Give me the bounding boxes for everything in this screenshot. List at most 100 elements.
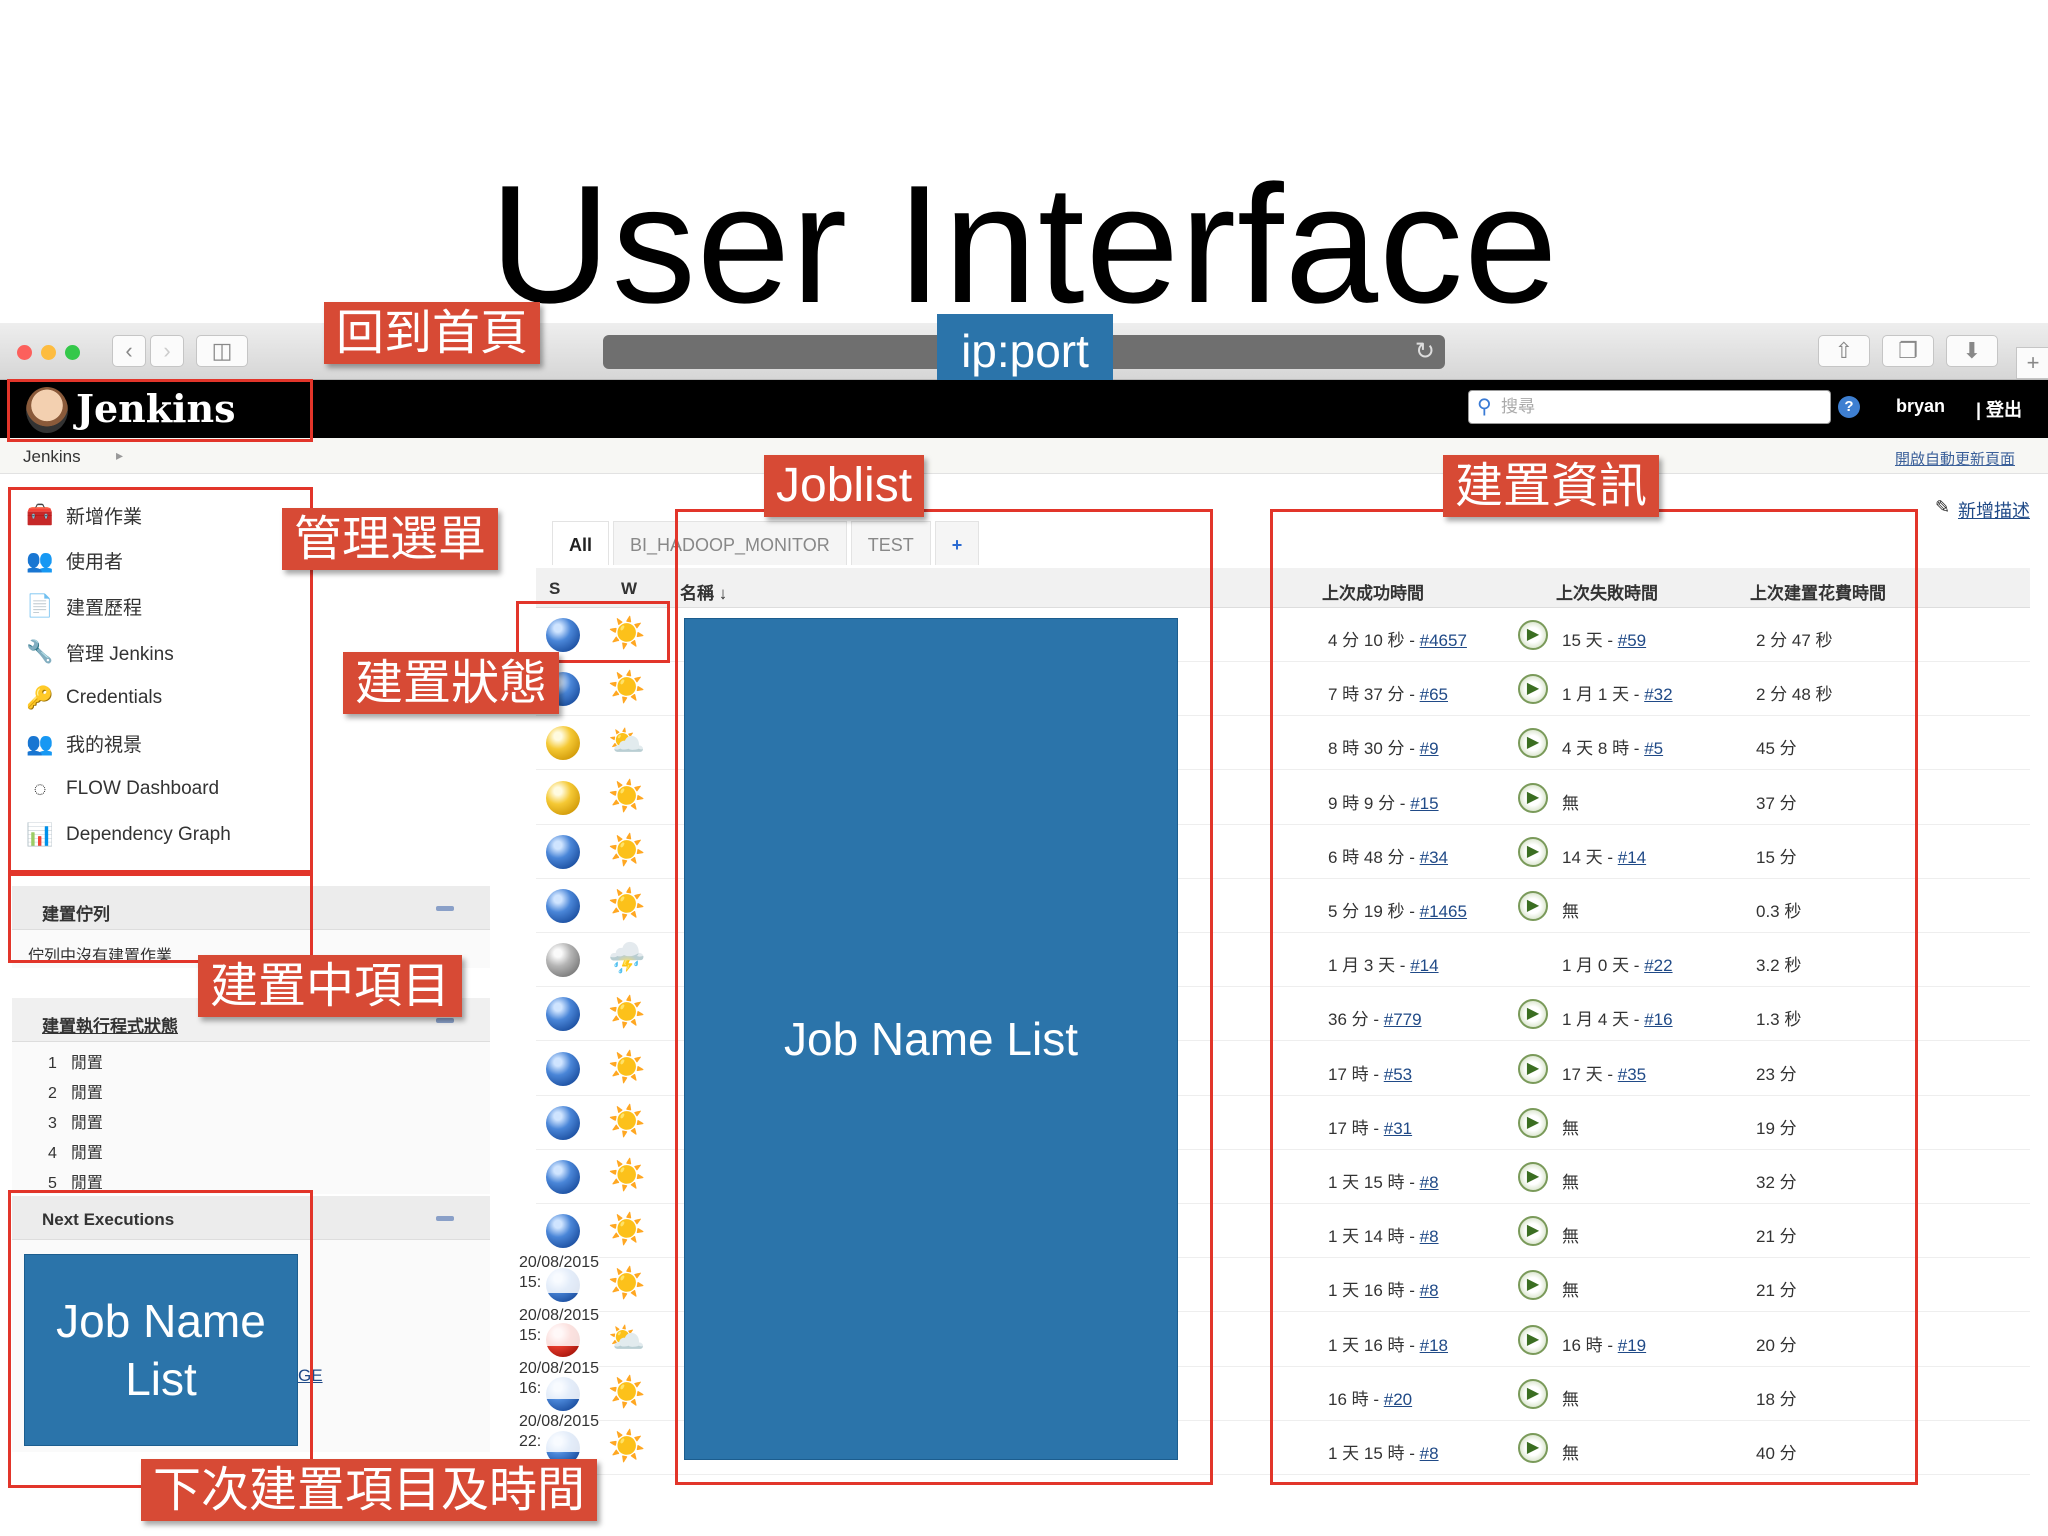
schedule-build-icon[interactable]: ▶: [1518, 1378, 1548, 1409]
build-number-link[interactable]: #14: [1617, 847, 1647, 867]
build-number-link[interactable]: #4657: [1419, 631, 1467, 650]
build-number-link[interactable]: #5: [1644, 739, 1664, 759]
status-ball-icon[interactable]: [546, 997, 580, 1032]
sidebar-item[interactable]: 👥使用者: [26, 546, 123, 576]
build-number-link[interactable]: #65: [1419, 685, 1449, 705]
new-tab-icon[interactable]: +: [2016, 347, 2048, 379]
build-number-link[interactable]: #8: [1419, 1227, 1439, 1247]
build-number-link[interactable]: #20: [1383, 1389, 1413, 1409]
next-exec-time-text: 16:: [519, 1380, 542, 1397]
next-exec-job-link[interactable]: GE: [298, 1366, 323, 1385]
sidebar-item[interactable]: 🧰新增作業: [26, 500, 142, 530]
build-number-link[interactable]: #8: [1419, 1444, 1439, 1463]
build-number-link[interactable]: #35: [1617, 1064, 1647, 1084]
sidebar-item[interactable]: ◌FLOW Dashboard: [26, 774, 219, 804]
view-tab[interactable]: TEST: [850, 521, 931, 565]
tabs-overview-icon[interactable]: ❐: [1882, 335, 1934, 367]
status-ball-icon[interactable]: [546, 618, 580, 652]
build-number-link[interactable]: #8: [1419, 1173, 1439, 1192]
schedule-build-icon[interactable]: ▶: [1518, 1107, 1548, 1138]
sidebar-item[interactable]: 📊Dependency Graph: [26, 820, 230, 850]
last-failure-cell: 14 天 - #14: [1562, 843, 1646, 868]
schedule-build-icon[interactable]: ▶: [1518, 728, 1548, 759]
sidebar-item[interactable]: 🔧管理 Jenkins: [26, 637, 173, 667]
col-name[interactable]: 名稱 ↓: [680, 584, 728, 603]
view-tab[interactable]: All: [552, 521, 610, 565]
build-number-link[interactable]: #59: [1617, 631, 1647, 650]
col-last-duration[interactable]: 上次建置花費時間: [1750, 584, 1886, 603]
collapse-icon[interactable]: [436, 1216, 454, 1221]
status-ball-icon[interactable]: [546, 1105, 580, 1140]
build-number-link[interactable]: #779: [1383, 1010, 1422, 1030]
build-number-link[interactable]: #31: [1383, 1118, 1413, 1138]
build-number-link[interactable]: #53: [1383, 1064, 1413, 1084]
downloads-icon[interactable]: ⬇: [1946, 335, 1998, 367]
reload-icon[interactable]: ↻: [1414, 338, 1435, 365]
executors-label[interactable]: 建置執行程式狀態: [42, 1017, 178, 1036]
add-view-tab[interactable]: +: [934, 521, 980, 565]
minimize-window-button[interactable]: [41, 345, 56, 360]
status-ball-icon[interactable]: [546, 889, 580, 923]
collapse-icon[interactable]: [436, 906, 454, 911]
schedule-build-icon[interactable]: ▶: [1518, 1270, 1548, 1301]
view-tab[interactable]: BI_HADOOP_MONITOR: [613, 521, 847, 565]
status-ball-icon[interactable]: [546, 943, 580, 978]
share-icon[interactable]: ⇧: [1818, 335, 1870, 367]
build-number-link[interactable]: #9: [1419, 739, 1439, 759]
schedule-build-icon[interactable]: ▶: [1518, 1216, 1548, 1247]
collapse-icon[interactable]: [436, 1018, 454, 1023]
last-failure-cell-text: 無: [1562, 902, 1579, 921]
new-description-link[interactable]: 新增描述: [1958, 501, 2030, 521]
col-status[interactable]: S: [549, 579, 561, 598]
zoom-window-button[interactable]: [65, 345, 80, 360]
col-last-success[interactable]: 上次成功時間: [1322, 584, 1424, 603]
sidebar-item[interactable]: 📄建置歷程: [26, 591, 142, 621]
auto-refresh-link[interactable]: 開啟自動更新頁面: [1894, 451, 2015, 468]
schedule-build-icon[interactable]: ▶: [1518, 620, 1548, 650]
col-last-failure[interactable]: 上次失敗時間: [1556, 584, 1658, 603]
help-icon[interactable]: ?: [1838, 396, 1860, 418]
breadcrumb-jenkins[interactable]: Jenkins: [23, 447, 81, 466]
forward-icon[interactable]: ›: [150, 335, 184, 367]
build-queue-label[interactable]: 建置佇列: [42, 905, 110, 924]
schedule-build-icon[interactable]: ▶: [1518, 999, 1548, 1030]
close-window-button[interactable]: [17, 345, 32, 360]
status-ball-icon[interactable]: [546, 1214, 580, 1249]
status-ball-icon[interactable]: [546, 1160, 580, 1194]
jenkins-logo-icon[interactable]: [26, 387, 68, 433]
last-failure-cell-text: 無: [1562, 1444, 1579, 1463]
sidebar-item[interactable]: 👥我的視景: [26, 729, 142, 759]
schedule-build-icon[interactable]: ▶: [1518, 891, 1548, 921]
build-number-link[interactable]: #14: [1410, 956, 1439, 976]
back-icon[interactable]: ‹: [112, 335, 146, 367]
build-number-link[interactable]: #32: [1644, 685, 1673, 705]
status-ball-icon[interactable]: [546, 726, 580, 761]
col-weather[interactable]: W: [621, 579, 638, 598]
logout-link[interactable]: | 登出: [1976, 400, 2023, 420]
user-link[interactable]: bryan: [1896, 396, 1946, 416]
status-ball-icon[interactable]: [546, 834, 580, 869]
build-number-link[interactable]: #22: [1644, 956, 1673, 976]
schedule-build-icon[interactable]: ▶: [1518, 674, 1548, 705]
schedule-build-icon[interactable]: ▶: [1518, 1053, 1548, 1084]
sidebar-toggle-icon[interactable]: ◫: [196, 335, 248, 367]
status-ball-icon[interactable]: [546, 780, 580, 815]
schedule-build-icon[interactable]: ▶: [1518, 1162, 1548, 1192]
build-number-link[interactable]: #8: [1419, 1281, 1439, 1301]
schedule-build-icon[interactable]: ▶: [1518, 836, 1548, 867]
build-number-link[interactable]: #19: [1617, 1335, 1647, 1355]
schedule-build-icon[interactable]: ▶: [1518, 1324, 1548, 1355]
build-number-link[interactable]: #34: [1419, 847, 1449, 867]
build-number-link[interactable]: #18: [1419, 1335, 1449, 1355]
status-ball-icon[interactable]: [546, 1051, 580, 1086]
sidebar-item[interactable]: 🔑Credentials: [26, 683, 162, 713]
build-number-link[interactable]: #1465: [1419, 902, 1467, 921]
build-number-link[interactable]: #15: [1410, 793, 1439, 813]
last-duration-cell-text: 40 分: [1756, 1444, 1797, 1463]
build-number-link[interactable]: #16: [1644, 1010, 1673, 1030]
schedule-build-icon[interactable]: ▶: [1518, 782, 1548, 813]
jenkins-logo-text[interactable]: Jenkins: [76, 386, 236, 431]
schedule-build-icon[interactable]: ▶: [1518, 1433, 1548, 1463]
search-input[interactable]: ⚲ 搜尋: [1468, 390, 1831, 424]
